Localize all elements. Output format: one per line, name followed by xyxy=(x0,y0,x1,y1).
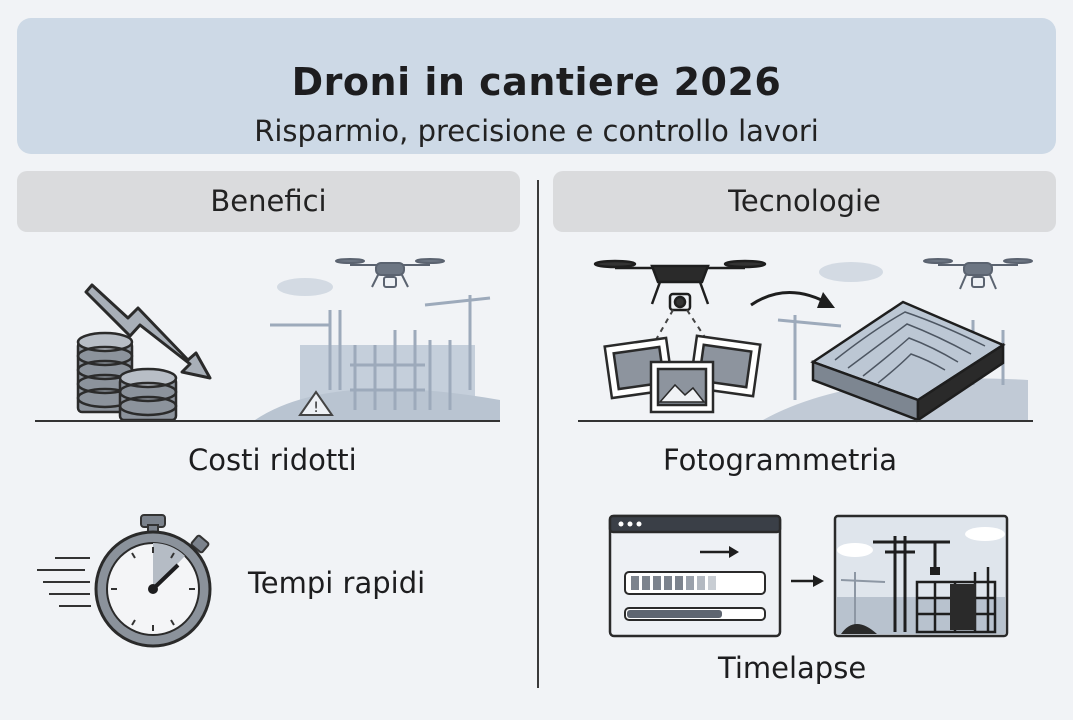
column-divider xyxy=(537,180,539,688)
technology-label-photogrammetry: Fotogrammetria xyxy=(663,443,898,477)
svg-text:!: ! xyxy=(313,400,319,416)
timelapse-illustration xyxy=(608,514,1009,638)
column-heading-benefits: Benefici xyxy=(17,171,520,232)
page-subtitle: Risparmio, precisione e controllo lavori xyxy=(254,114,819,148)
cost-reduction-illustration: ! xyxy=(35,258,500,422)
benefit-label-costs: Costi ridotti xyxy=(188,443,357,477)
stopwatch-icon xyxy=(37,514,212,648)
technology-label-timelapse: Timelapse xyxy=(718,651,867,685)
photogrammetry-illustration xyxy=(578,258,1033,423)
column-heading-technologies: Tecnologie xyxy=(553,171,1056,232)
page-title: Droni in cantiere 2026 xyxy=(291,60,782,104)
title-banner: Droni in cantiere 2026 Risparmio, precis… xyxy=(17,18,1056,154)
benefit-label-time: Tempi rapidi xyxy=(248,566,426,600)
